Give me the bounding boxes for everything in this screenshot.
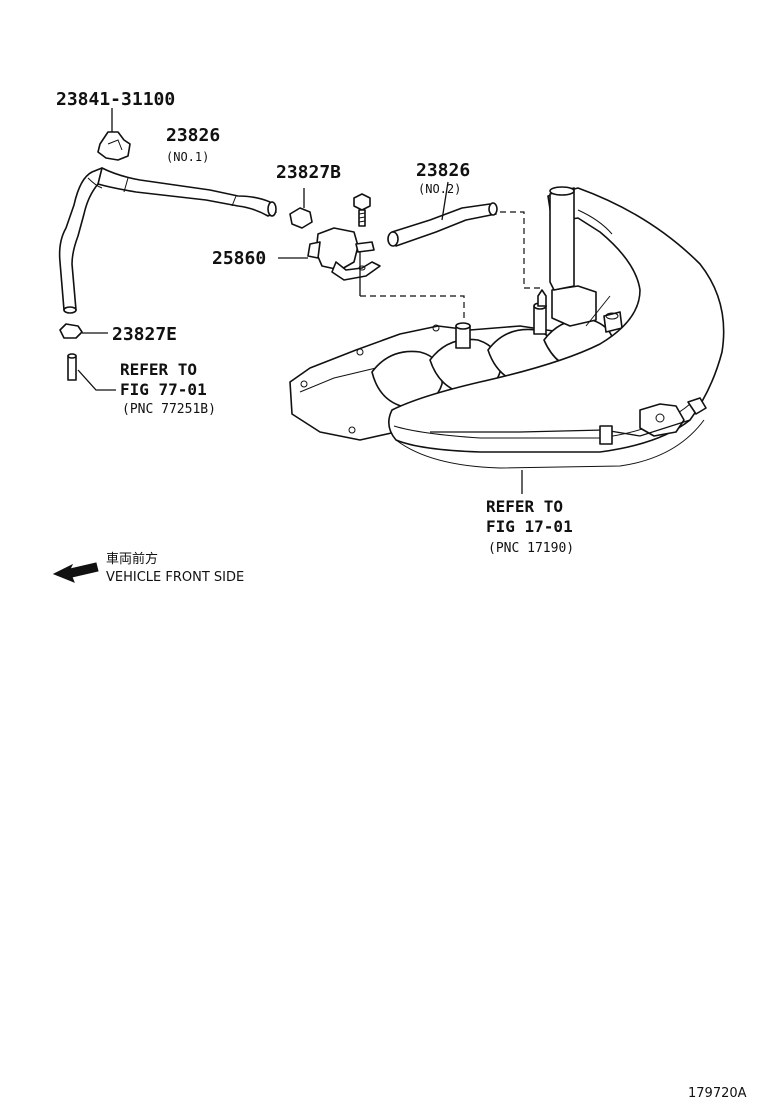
figure-id: 179720A bbox=[688, 1086, 747, 1101]
direction-label-jp: 車両前方 bbox=[106, 551, 158, 567]
hose-stub bbox=[67, 353, 116, 391]
dash-vsv-to-manifold bbox=[360, 295, 465, 322]
ref-left-line1: REFER TO bbox=[120, 360, 197, 379]
hose-no1 bbox=[58, 167, 277, 314]
label-hose-23826-no1: 23826 bbox=[166, 125, 220, 146]
intake-manifold bbox=[289, 186, 725, 469]
ref-bottom-line1: REFER TO bbox=[486, 497, 563, 516]
clamp-23827e bbox=[59, 323, 108, 339]
bolt bbox=[353, 193, 371, 227]
hose-no2 bbox=[387, 181, 498, 247]
label-hose-23826-no2: 23826 bbox=[416, 160, 470, 181]
vsv-25860 bbox=[278, 227, 381, 296]
label-clamp-23827e: 23827E bbox=[112, 324, 177, 345]
dash-hose2-to-manifold bbox=[500, 211, 544, 289]
clamp-23827b bbox=[289, 188, 313, 229]
ref-left-line2: FIG 77-01 bbox=[120, 380, 207, 399]
label-hose-no2-sub: (NO.2) bbox=[418, 182, 461, 196]
ref-left-line3: (PNC 77251B) bbox=[122, 402, 216, 417]
clip-23841-31100 bbox=[97, 108, 131, 161]
label-clamp-23827b: 23827B bbox=[276, 162, 341, 183]
ref-bottom-line3: (PNC 17190) bbox=[488, 541, 574, 556]
label-vsv-25860: 25860 bbox=[212, 248, 266, 269]
direction-label-en: VEHICLE FRONT SIDE bbox=[106, 570, 244, 585]
label-hose-no1-sub: (NO.1) bbox=[166, 150, 209, 164]
label-clip-23841-31100: 23841-31100 bbox=[56, 89, 175, 110]
vehicle-front-arrow-icon bbox=[52, 562, 99, 583]
ref-bottom-line2: FIG 17-01 bbox=[486, 517, 573, 536]
